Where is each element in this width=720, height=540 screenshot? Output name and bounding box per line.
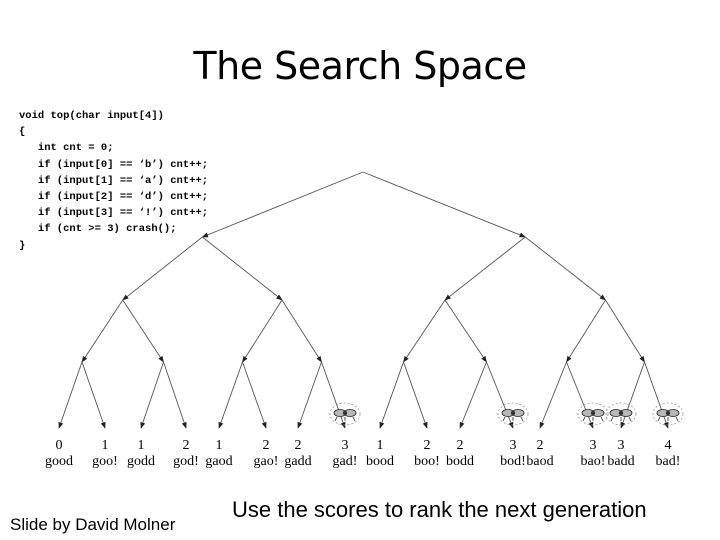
tree-edge bbox=[605, 299, 645, 363]
leaf-input: gadd bbox=[284, 454, 311, 469]
leaf-score: 3 bbox=[510, 438, 517, 453]
leaf-input: bod! bbox=[500, 454, 526, 469]
leaf-input: gaod bbox=[205, 454, 232, 469]
leaf-input: gao! bbox=[254, 454, 279, 469]
bug-icon bbox=[497, 402, 529, 426]
leaf-score: 2 bbox=[295, 438, 302, 453]
leaf-input: baod bbox=[526, 454, 553, 469]
tree-edge bbox=[362, 171, 526, 238]
code-line: if (input[0] == ‘b’) cnt++; bbox=[19, 158, 209, 171]
leaf-input: bao! bbox=[581, 454, 606, 469]
tree-edge bbox=[403, 361, 428, 429]
tree-edge bbox=[218, 361, 243, 429]
leaf-input: bad! bbox=[656, 454, 681, 469]
leaf-input: bodd bbox=[446, 454, 474, 469]
leaf-input: badd bbox=[607, 454, 634, 469]
leaf-input: boo! bbox=[414, 454, 440, 469]
code-line: void top(char input[4]) bbox=[19, 110, 164, 122]
leaf-score: 2 bbox=[537, 438, 544, 453]
tree-edge bbox=[524, 236, 606, 301]
tree-edge bbox=[242, 361, 267, 429]
leaf-score: 2 bbox=[457, 438, 464, 453]
leaf-input: bood bbox=[366, 454, 394, 469]
tree-edge bbox=[242, 299, 283, 363]
bug-icon bbox=[577, 402, 609, 426]
leaf-score: 1 bbox=[138, 438, 145, 453]
leaf-score: 1 bbox=[102, 438, 109, 453]
bug-icon bbox=[605, 402, 637, 426]
tree-edge bbox=[58, 361, 83, 429]
code-line: if (input[3] == ‘!’) cnt++; bbox=[19, 207, 209, 220]
leaf-score: 2 bbox=[263, 438, 270, 453]
tree-edge bbox=[539, 361, 567, 429]
bug-icon bbox=[329, 402, 361, 426]
tree-edge bbox=[379, 361, 404, 429]
leaf-score: 3 bbox=[618, 438, 625, 453]
code-line: int cnt = 0; bbox=[19, 142, 114, 155]
leaf-score: 3 bbox=[590, 438, 597, 453]
tree-edge bbox=[321, 361, 346, 429]
slide-credit: Slide by David Molner bbox=[10, 515, 176, 534]
tree-edge bbox=[566, 299, 606, 363]
tree-edge bbox=[201, 171, 364, 238]
code-line: if (input[2] == ‘d’) cnt++; bbox=[19, 191, 209, 204]
tree-edge bbox=[459, 361, 487, 429]
tree-edge bbox=[444, 236, 526, 301]
tree-edge bbox=[122, 299, 164, 363]
code-listing: void top(char input[4]) { int cnt = 0; i… bbox=[19, 108, 208, 254]
slide-title: The Search Space bbox=[193, 44, 527, 88]
tree-edge bbox=[297, 361, 322, 429]
code-line: { bbox=[19, 126, 26, 139]
tree-edge bbox=[620, 361, 645, 429]
leaf-input: good bbox=[45, 454, 73, 469]
leaf-score: 2 bbox=[424, 438, 431, 453]
code-line: if (cnt >= 3) crash(); bbox=[19, 223, 177, 236]
leaf-input: gad! bbox=[333, 454, 358, 469]
tree-edge bbox=[140, 361, 164, 429]
tree-edge bbox=[281, 299, 322, 363]
leaf-input: god! bbox=[173, 454, 199, 469]
leaf-score: 4 bbox=[665, 438, 672, 453]
leaf-input: goo! bbox=[92, 454, 118, 469]
tree-edge bbox=[122, 236, 203, 301]
tree-edge bbox=[202, 236, 283, 301]
tree-edge bbox=[644, 361, 669, 429]
tree-edge bbox=[566, 361, 594, 429]
code-line: if (input[1] == ‘a’) cnt++; bbox=[19, 174, 209, 187]
slide-caption: Use the scores to rank the next generati… bbox=[232, 497, 647, 522]
bug-icon bbox=[652, 402, 684, 426]
leaf-input: godd bbox=[127, 454, 155, 469]
leaf-score: 2 bbox=[183, 438, 190, 453]
leaf-score: 1 bbox=[377, 438, 384, 453]
tree-edge bbox=[163, 361, 187, 429]
leaf-score: 3 bbox=[342, 438, 349, 453]
tree-edge bbox=[81, 361, 106, 429]
tree-edge bbox=[444, 299, 487, 363]
code-line: } bbox=[19, 239, 26, 252]
tree-edge bbox=[403, 299, 446, 363]
leaf-score: 1 bbox=[216, 438, 223, 453]
tree-edge bbox=[486, 361, 514, 429]
leaf-score: 0 bbox=[56, 438, 63, 453]
tree-edge bbox=[81, 299, 124, 363]
